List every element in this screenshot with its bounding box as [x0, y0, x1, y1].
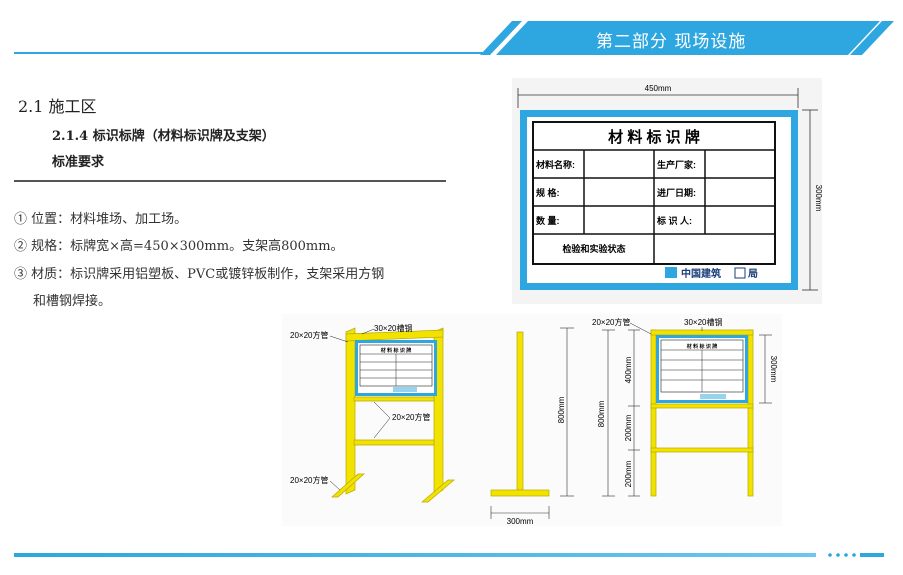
front-label-channel: 30×20槽钢 — [684, 317, 722, 327]
sign-label-material-name: 材料名称: — [535, 159, 575, 170]
side-post — [516, 331, 524, 491]
footer-dot — [844, 553, 848, 557]
sign-drawing: 450mm 300mm 材 料 标 识 牌 材料名称: 生产厂家: 规 格: 进… — [512, 78, 822, 304]
header-stripe-1 — [480, 21, 522, 55]
company-logo-icon — [665, 267, 677, 278]
front-total-dim: 800mm — [597, 400, 606, 427]
label-pipe-top-left: 20×20方管 — [290, 330, 328, 340]
left-post — [345, 327, 356, 495]
front-200a-dim: 200mm — [624, 414, 633, 441]
front-left-post — [650, 329, 657, 497]
front-sign-title: 材 料 标 识 牌 — [687, 343, 718, 350]
front-low-bar — [650, 447, 754, 453]
sign-label-marker: 标 识 人: — [656, 215, 692, 226]
sign-label-entry-date: 进厂日期: — [657, 187, 696, 198]
mini-sign-title: 材 料 标 识 牌 — [381, 347, 412, 354]
label-pipe-mid: 20×20方管 — [392, 412, 430, 422]
top-channel — [345, 329, 444, 342]
sign-label-spec: 规 格: — [536, 187, 560, 198]
subsection-heading: 2.1.4 标识标牌（材料标识牌及支架） — [52, 129, 275, 144]
front-mid-bar — [650, 403, 754, 409]
left-foot — [331, 473, 365, 498]
front-right-post — [747, 329, 754, 497]
header-section-title: 第二部分 现场设施 — [596, 32, 747, 52]
front-400-dim: 400mm — [624, 356, 633, 383]
requirement-item: 和槽钢焊接。 — [33, 294, 112, 309]
front-200b-dim: 200mm — [624, 460, 633, 487]
front-label-pipe: 20×20方管 — [592, 317, 630, 327]
content-divider — [14, 180, 446, 182]
side-base — [490, 489, 550, 497]
requirement-item: ① 位置：材料堆场、加工场。 — [14, 212, 188, 227]
header-stripe-2 — [496, 21, 880, 55]
low-bar — [353, 439, 435, 446]
sign-label-inspection: 检验和实验状态 — [562, 243, 625, 254]
company-blank-box — [734, 267, 746, 279]
section-heading: 2.1 施工区 — [18, 97, 97, 116]
footer-dot — [852, 553, 856, 557]
footer-dot — [836, 553, 840, 557]
footer-bar — [14, 553, 884, 557]
stand-drawing: 材 料 标 识 牌 20×20方管 30×20槽钢 20×20方管 20×20方… — [282, 314, 782, 526]
header-stripe-3 — [850, 21, 894, 55]
label-pipe-bottom: 20×20方管 — [290, 475, 328, 485]
sign-title: 材 料 标 识 牌 — [608, 128, 700, 146]
sign-label-quantity: 数 量: — [536, 215, 560, 226]
side-base-dim: 300mm — [507, 517, 534, 526]
mid-bar — [353, 396, 435, 402]
requirements-heading: 标准要求 — [52, 155, 105, 170]
sign-label-manufacturer: 生产厂家: — [657, 159, 696, 170]
footer-dot — [828, 553, 832, 557]
sign-height-dim: 300mm — [814, 185, 822, 212]
requirement-item: ③ 材质：标识牌采用铝塑板、PVC或镀锌板制作，支架采用方钢 — [14, 267, 385, 282]
header-banner — [14, 21, 894, 55]
side-height-dim: 800mm — [557, 396, 566, 423]
requirement-item: ② 规格：标牌宽×高=450×300mm。支架高800mm。 — [14, 239, 344, 254]
sign-width-dim: 450mm — [645, 84, 672, 93]
sign-company-suffix: 局 — [747, 268, 758, 280]
sign-company: 中国建筑 — [681, 267, 721, 280]
front-sign-dim: 300mm — [769, 356, 778, 383]
right-foot — [421, 479, 455, 503]
label-channel-steel: 30×20槽钢 — [374, 323, 412, 333]
